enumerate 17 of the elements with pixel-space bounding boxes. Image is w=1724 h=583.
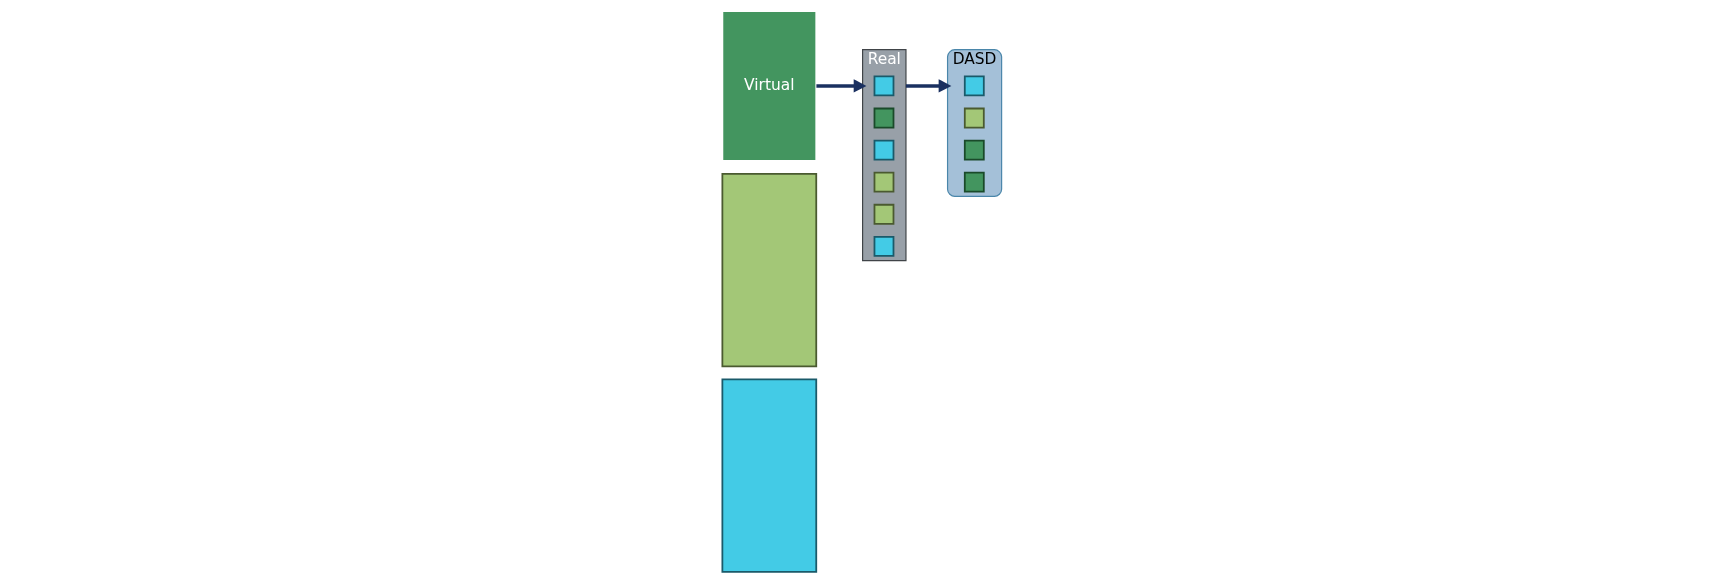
node-box: [963, 171, 985, 193]
node-box: [873, 171, 895, 193]
node-box: [963, 107, 985, 129]
arrow: [905, 79, 952, 93]
node-box: [873, 203, 895, 225]
node-box: [873, 75, 895, 97]
cluster: DASD: [946, 49, 1003, 198]
node-box: [873, 139, 895, 161]
arrow: [816, 79, 867, 93]
node-box: Virtual: [721, 10, 818, 162]
node-box: [873, 107, 895, 129]
node-box: [963, 139, 985, 161]
node-box: [721, 172, 818, 368]
node-box: [873, 235, 895, 257]
node-box: [721, 378, 818, 573]
node-box: [963, 75, 985, 97]
cluster: Real: [862, 49, 907, 262]
